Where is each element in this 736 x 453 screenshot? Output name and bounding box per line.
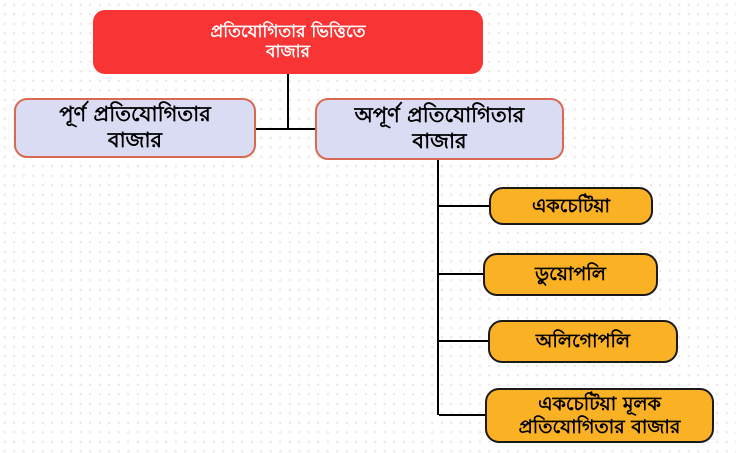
node-imperfect-competition-market: অপূর্ণ প্রতিযোগিতার বাজার (315, 98, 564, 160)
connector-leaf-3 (439, 414, 485, 416)
node-root-label-line1: প্রতিযোগিতার ভিত্তিতে (210, 21, 366, 42)
node-monopolistic-label-line2: প্রতিযোগিতার বাজার (518, 415, 681, 438)
node-imperfect-label-line2: বাজার (412, 129, 467, 153)
node-imperfect-label-line1: অপূর্ণ প্রতিযোগিতার (354, 103, 525, 128)
node-monopolistic-competition-market: একচেটিয়া মূলক প্রতিযোগিতার বাজার (485, 388, 714, 443)
node-perfect-label-line1: পূর্ণ প্রতিযোগিতার (59, 102, 211, 127)
node-root-label-line2: বাজার (266, 42, 310, 62)
connector-leaf-0 (439, 205, 489, 207)
node-perfect-competition-market: পূর্ণ প্রতিযোগিতার বাজার (14, 98, 256, 158)
node-monopolistic-label-line1: একচেটিয়া মূলক (538, 392, 661, 415)
connector-branch-horizontal (255, 128, 316, 130)
node-monopoly: একচেটিয়া (489, 187, 653, 225)
node-perfect-label-line2: বাজার (107, 128, 163, 152)
node-duopoly: ডুয়োপলি (483, 253, 658, 296)
node-root-competition-based-market: প্রতিযোগিতার ভিত্তিতে বাজার (93, 10, 483, 74)
connector-root-vertical (287, 74, 289, 129)
connector-leaf-1 (439, 273, 483, 275)
node-oligopoly-label: অলিগোপলি (535, 330, 631, 353)
connector-imperfect-vertical (437, 160, 439, 415)
node-oligopoly: অলিগোপলি (488, 320, 678, 363)
node-duopoly-label: ডুয়োপলি (535, 263, 606, 286)
connector-leaf-2 (439, 340, 488, 342)
node-monopoly-label: একচেটিয়া (531, 194, 611, 217)
